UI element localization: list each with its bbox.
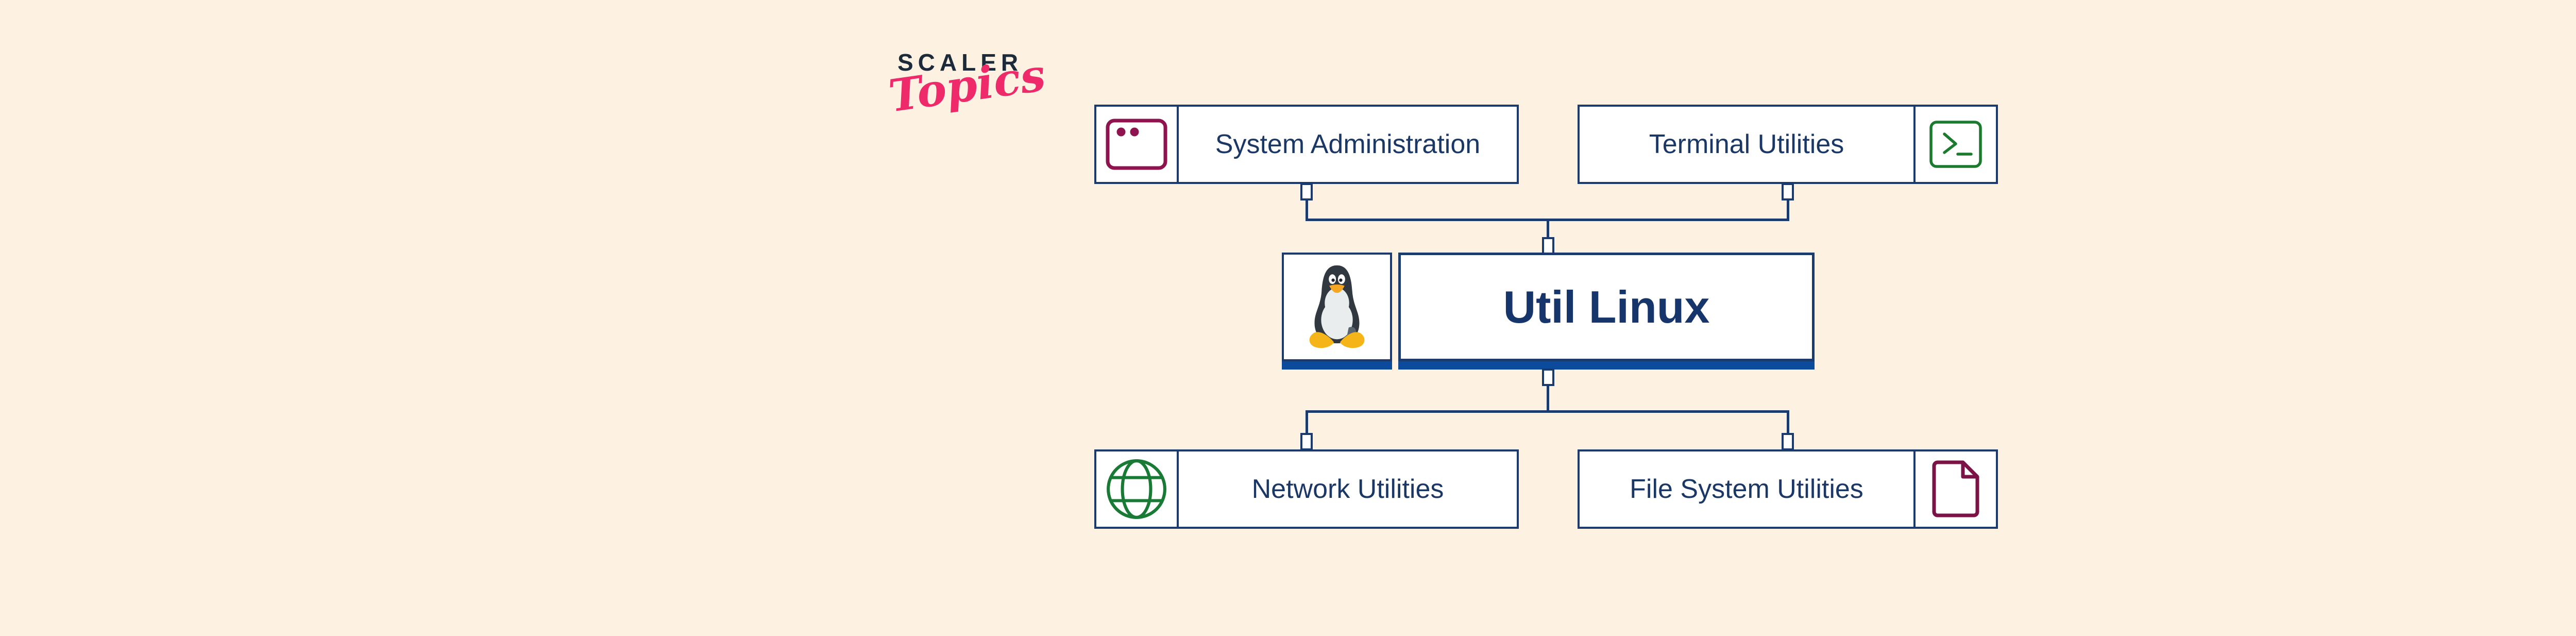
node-label-system-administration: System Administration — [1215, 129, 1481, 159]
app-window-icon — [1096, 107, 1179, 182]
connector-line-top-horizontal — [1306, 219, 1789, 221]
tux-penguin-icon — [1306, 262, 1368, 352]
connector-line-bottom-right — [1787, 412, 1789, 435]
connector-line-bottom-left — [1306, 412, 1308, 435]
logo-brand-text: SCALER — [897, 49, 1023, 76]
scaler-topics-logo: SCALER Topics — [886, 49, 1048, 122]
document-icon — [1913, 451, 1996, 527]
connector-port-network-utilities — [1300, 433, 1313, 450]
connector-line-top-right — [1787, 199, 1789, 220]
connector-port-system-administration — [1300, 183, 1313, 200]
node-network-utilities: Network Utilities — [1094, 449, 1519, 529]
tux-box-accent-bar — [1282, 361, 1392, 370]
connector-line-top-center-drop — [1547, 221, 1549, 241]
util-linux-accent-bar — [1398, 361, 1815, 370]
globe-icon — [1096, 451, 1179, 527]
node-terminal-utilities: Terminal Utilities — [1578, 105, 1998, 184]
node-label-network-utilities: Network Utilities — [1251, 474, 1444, 504]
connector-line-bottom-center-drop — [1547, 385, 1549, 412]
node-label-file-system-utilities: File System Utilities — [1630, 474, 1863, 504]
connector-port-file-system-utilities — [1782, 433, 1794, 450]
node-util-linux: Util Linux — [1398, 253, 1815, 361]
node-system-administration: System Administration — [1094, 105, 1519, 184]
node-label-util-linux: Util Linux — [1503, 281, 1710, 332]
node-tux-image — [1282, 253, 1392, 361]
connector-port-util-linux-top — [1542, 237, 1554, 255]
node-file-system-utilities: File System Utilities — [1578, 449, 1998, 529]
connector-port-util-linux-bottom — [1542, 369, 1554, 386]
node-label-terminal-utilities: Terminal Utilities — [1649, 129, 1844, 159]
connector-line-top-left — [1306, 199, 1308, 220]
terminal-prompt-icon — [1913, 107, 1996, 182]
connector-port-terminal-utilities — [1782, 183, 1794, 200]
connector-line-bottom-horizontal — [1306, 410, 1789, 413]
